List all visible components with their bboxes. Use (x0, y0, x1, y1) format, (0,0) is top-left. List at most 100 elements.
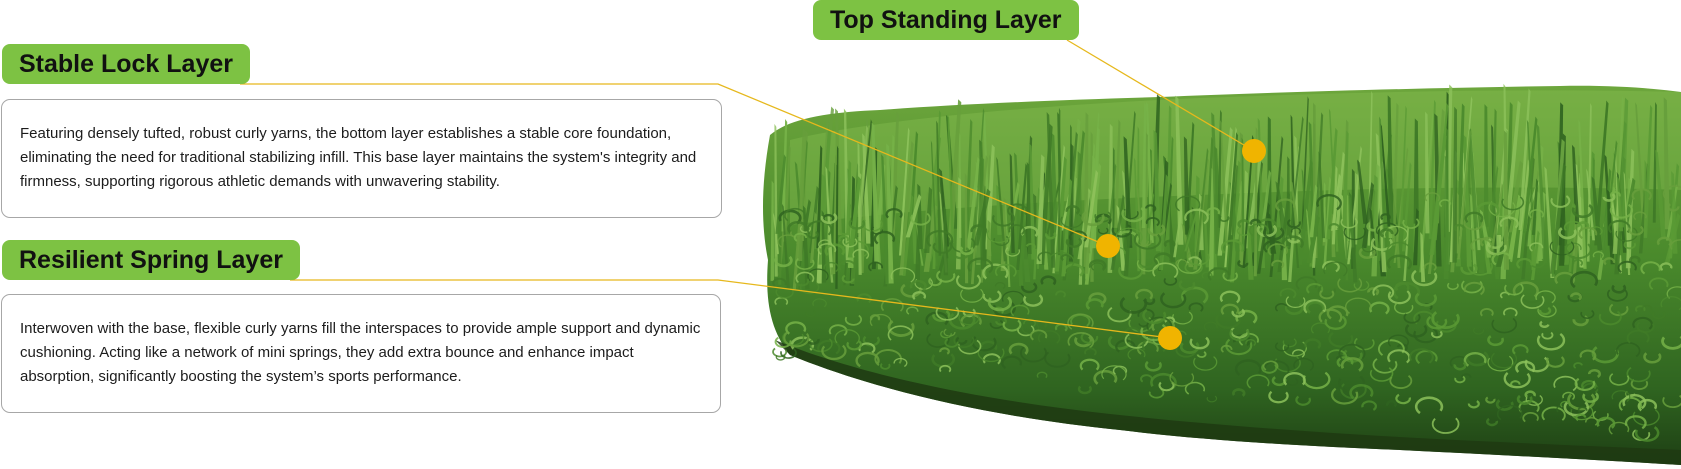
curly-yarn (1615, 341, 1641, 358)
curly-yarn (848, 219, 866, 230)
curly-yarn (939, 347, 950, 355)
curly-yarn (1550, 195, 1571, 208)
grass-blade (1258, 169, 1272, 252)
curly-yarn (1094, 211, 1112, 223)
curly-yarn (958, 339, 982, 355)
curly-yarn (1577, 406, 1588, 413)
curly-yarn (1328, 223, 1340, 231)
curly-yarn (1231, 308, 1245, 318)
grass-blade (1326, 127, 1338, 240)
curly-yarn (967, 257, 994, 274)
curly-yarn (1178, 279, 1196, 291)
curly-yarn (838, 235, 850, 242)
curly-yarn (784, 207, 806, 222)
curly-yarn (1025, 243, 1036, 251)
grass-blade (1141, 101, 1147, 229)
grass-blade (847, 176, 862, 258)
curly-yarn (1608, 421, 1630, 435)
curly-yarn (1572, 259, 1584, 267)
curly-yarn (1589, 226, 1603, 235)
grass-blade (1016, 163, 1028, 270)
curly-yarn (1133, 233, 1162, 250)
curly-yarn (1624, 415, 1647, 430)
curly-yarn (841, 274, 855, 284)
curly-yarn (982, 263, 1009, 280)
curly-yarn (1615, 227, 1638, 242)
curly-yarn (1522, 412, 1539, 423)
curly-yarn (1626, 366, 1651, 383)
curly-yarn (828, 324, 848, 336)
curly-yarn (1287, 219, 1301, 229)
grass-blade (996, 156, 1007, 262)
curly-yarn (1487, 355, 1514, 372)
curly-yarn (1499, 216, 1519, 229)
curly-yarn (812, 298, 827, 308)
curly-yarn (1084, 347, 1097, 356)
grass-blade (1301, 168, 1308, 232)
curly-yarn (1453, 361, 1467, 371)
curly-yarn (1393, 302, 1414, 315)
curly-yarn (1306, 282, 1324, 294)
curly-yarn (1124, 333, 1149, 349)
curly-yarn (1142, 308, 1167, 325)
curly-yarn (1562, 391, 1575, 400)
curly-yarn (1268, 390, 1289, 404)
curly-yarn (1158, 381, 1175, 392)
curly-yarn (1246, 374, 1270, 389)
label-resilient-spring-layer-text: Resilient Spring Layer (19, 246, 283, 274)
grass-blade (1663, 97, 1670, 230)
curly-yarn (822, 213, 835, 222)
curly-yarn (1067, 331, 1095, 349)
grass-blade (1046, 112, 1056, 268)
grass-blade (1309, 184, 1318, 238)
curly-yarn (1285, 296, 1306, 309)
grass-blade (1181, 210, 1197, 259)
curly-yarn (869, 313, 892, 327)
curly-yarn (928, 277, 943, 287)
curly-yarn (806, 220, 833, 236)
curly-yarn (1361, 400, 1377, 411)
grass-blade (1234, 180, 1244, 240)
curly-yarn (1463, 281, 1485, 296)
curly-yarn (1349, 384, 1374, 400)
curly-yarn (1608, 303, 1629, 317)
curly-yarn (1020, 346, 1047, 363)
grass-blade (1357, 159, 1368, 224)
curly-yarn (1516, 257, 1533, 269)
curly-yarn (1467, 259, 1493, 276)
curly-yarn (943, 328, 956, 337)
curly-yarn (1163, 277, 1178, 286)
curly-yarn (1535, 290, 1556, 304)
curly-yarn (772, 277, 787, 288)
curly-yarn (1358, 248, 1376, 259)
curly-yarn (1070, 314, 1091, 327)
curly-yarn (1008, 342, 1029, 355)
curly-yarn (799, 225, 812, 233)
curly-yarn (780, 347, 797, 359)
grass-blade (1586, 168, 1595, 241)
curly-yarn (1396, 343, 1408, 352)
curly-yarn (846, 340, 862, 351)
curly-yarn (1574, 377, 1596, 392)
curly-yarn (1271, 259, 1285, 269)
curly-yarn (940, 330, 952, 339)
curly-yarn (1602, 192, 1616, 202)
curly-yarn (1001, 355, 1023, 370)
curly-yarn (1402, 218, 1420, 229)
curly-yarn (1633, 211, 1647, 221)
curly-yarn (1220, 239, 1244, 254)
grass-blade (1071, 130, 1085, 248)
grass-blade (986, 219, 992, 265)
curly-yarn (1152, 262, 1179, 279)
curly-yarn (1463, 352, 1487, 367)
curly-yarn (1085, 298, 1104, 310)
curly-yarn (1496, 404, 1523, 421)
curly-yarn (1010, 304, 1030, 317)
curly-yarn (821, 344, 847, 361)
curly-yarn (805, 309, 816, 318)
curly-yarn (1229, 328, 1250, 342)
curly-yarn (1573, 362, 1583, 369)
curly-yarn (1516, 394, 1533, 405)
curly-yarn (1184, 381, 1206, 395)
